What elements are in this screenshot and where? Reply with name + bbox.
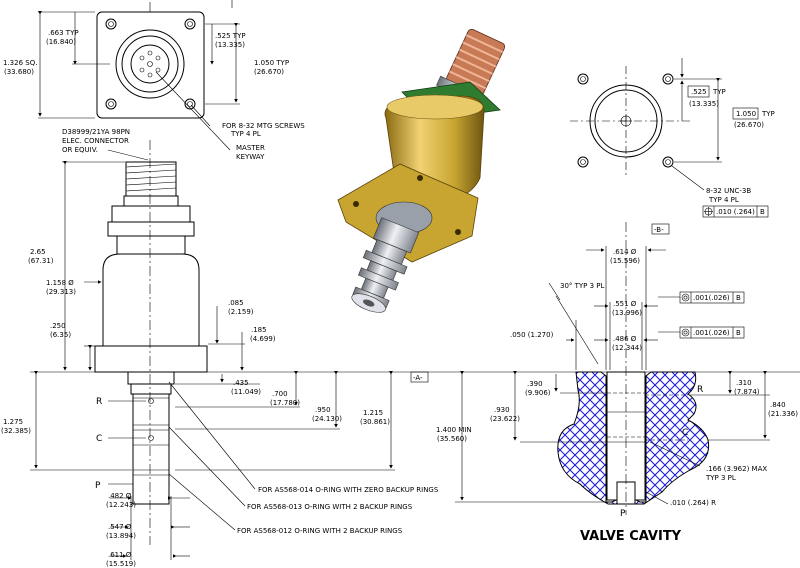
- dim-1215-in: 1.215: [363, 409, 383, 417]
- dim-435-mm: (11.049): [231, 388, 261, 396]
- datum-a: -A-: [413, 374, 423, 382]
- mount-dim-1050-mm: (26.670): [734, 121, 764, 129]
- fcf1-datum: B: [736, 294, 741, 302]
- connector-label-2: ELEC. CONNECTOR: [62, 137, 129, 145]
- note-thread-1: 8-32 UNC-3B: [706, 187, 751, 195]
- dim-547-mm: (13.894): [106, 532, 136, 540]
- dim-1275-in: 1.275: [3, 418, 23, 426]
- cavity-port-c: C: [682, 428, 688, 438]
- cavity-port-p: P: [620, 509, 626, 519]
- mount-fcf-value: .010 (.264): [716, 208, 755, 216]
- mount-dim-525-in: .525: [691, 88, 707, 96]
- cavity-view: -A- -B-: [410, 222, 798, 544]
- side-view: D38999/21YA 98PN ELEC. CONNECTOR OR EQUI…: [1, 128, 800, 568]
- dim-1400-in: 1.400 MIN: [436, 426, 472, 434]
- note-screws-1: FOR 8-32 MTG SCREWS: [222, 122, 305, 130]
- dim-085-in: .085: [228, 299, 244, 307]
- dim-1400-mm: (35.560): [437, 435, 467, 443]
- dim-250-mm: (6.35): [50, 331, 71, 339]
- note-oring-012: FOR AS568-012 O-RING WITH 2 BACKUP RINGS: [237, 527, 403, 535]
- note-keyway-2: KEYWAY: [236, 153, 265, 161]
- dim-614-in: .614 Ø: [613, 248, 637, 256]
- dim-663-mm: (16.840): [46, 38, 76, 46]
- dim-547-in: .547 Ø: [108, 523, 132, 531]
- dim-525-in: .525 TYP: [215, 32, 246, 40]
- dim-482-in: .482 Ø: [108, 492, 132, 500]
- fcf1-value: .001(.026): [693, 294, 730, 302]
- mount-dim-525-suffix: TYP: [712, 88, 726, 96]
- dim-050: .050 (1.270): [510, 331, 554, 339]
- dim-663-in: .663 TYP: [48, 29, 79, 37]
- dim-1275-mm: (32.385): [1, 427, 31, 435]
- mount-fcf-datum: B: [760, 208, 765, 216]
- dim-166-1: .166 (3.962) MAX: [706, 465, 767, 473]
- dim-265-in: 2.65: [30, 248, 46, 256]
- port-p-label: P: [95, 481, 101, 491]
- dim-sq-mm: (33.680): [4, 68, 34, 76]
- dim-265-mm: (67.31): [28, 257, 54, 265]
- dim-1158-in: 1.158 Ø: [46, 279, 74, 287]
- note-oring-014: FOR AS568-014 O-RING WITH ZERO BACKUP RI…: [258, 486, 439, 494]
- dim-551-in: .551 Ø: [613, 300, 637, 308]
- dim-840-mm: (21.336): [768, 410, 798, 418]
- dim-310-mm: (7.874): [734, 388, 760, 396]
- dim-700-mm: (17.780): [270, 399, 300, 407]
- cavity-port-r: R: [697, 385, 703, 395]
- dim-840-in: .840: [770, 401, 786, 409]
- dim-950-in: .950: [315, 406, 331, 414]
- product-render: [337, 28, 506, 313]
- dim-551-mm: (13.996): [612, 309, 642, 317]
- dim-486-in: .486 Ø: [613, 335, 637, 343]
- note-oring-013: FOR AS568-013 O-RING WITH 2 BACKUP RINGS: [247, 503, 413, 511]
- dim-1158-mm: (29.313): [46, 288, 76, 296]
- dim-sq-in: 1.326 SQ.: [3, 59, 37, 67]
- dim-1215-mm: (30.861): [360, 418, 390, 426]
- dim-30deg: 30° TYP 3 PL: [560, 282, 605, 290]
- dim-1050-in: 1.050 TYP: [254, 59, 289, 67]
- dim-486-mm: (12.344): [612, 344, 642, 352]
- dim-614-mm: (15.596): [610, 257, 640, 265]
- cavity-title: VALVE CAVITY: [580, 529, 682, 544]
- dim-250-in: .250: [50, 322, 66, 330]
- note-keyway-1: MASTER: [236, 144, 265, 152]
- mount-dim-525-mm: (13.335): [689, 100, 719, 108]
- dim-185-mm: (4.699): [250, 335, 276, 343]
- fcf2-value: .001(.026): [693, 329, 730, 337]
- dim-1050-mm: (26.670): [254, 68, 284, 76]
- datum-b: -B-: [654, 226, 664, 234]
- dim-310-in: .310: [736, 379, 752, 387]
- connector-label-1: D38999/21YA 98PN: [62, 128, 130, 136]
- connector-label-3: OR EQUIV.: [62, 146, 98, 154]
- dim-390-in: .390: [527, 380, 543, 388]
- dim-930-mm: (23.622): [490, 415, 520, 423]
- fcf2-datum: B: [736, 329, 741, 337]
- note-screws-2: TYP 4 PL: [230, 130, 261, 138]
- dim-700-in: .700: [272, 390, 288, 398]
- mount-view: .525 TYP (13.335) 1.050 TYP (26.670) 8-3…: [570, 58, 775, 218]
- dim-525-mm: (13.335): [215, 41, 245, 49]
- dim-010r: .010 (.264) R: [670, 499, 716, 507]
- dim-611-in: .611 Ø: [108, 551, 132, 559]
- dim-185-in: .185: [251, 326, 267, 334]
- dim-085-mm: (2.159): [228, 308, 254, 316]
- dim-950-mm: (24.130): [312, 415, 342, 423]
- port-r-label: R: [96, 397, 102, 407]
- dim-930-in: .930: [494, 406, 510, 414]
- dim-166-2: TYP 3 PL: [705, 474, 736, 482]
- mount-dim-1050-in: 1.050: [736, 110, 756, 118]
- top-view: 1.326 SQ. (33.680) .663 TYP (16.840) .52…: [3, 0, 305, 161]
- port-c-label: C: [96, 434, 102, 444]
- dim-390-mm: (9.906): [525, 389, 551, 397]
- mount-dim-1050-suffix: TYP: [761, 110, 775, 118]
- dim-435-in: .435: [233, 379, 249, 387]
- dim-611-mm: (15.519): [106, 560, 136, 568]
- note-thread-2: TYP 4 PL: [708, 196, 739, 204]
- dim-482-mm: (12.243): [106, 501, 136, 509]
